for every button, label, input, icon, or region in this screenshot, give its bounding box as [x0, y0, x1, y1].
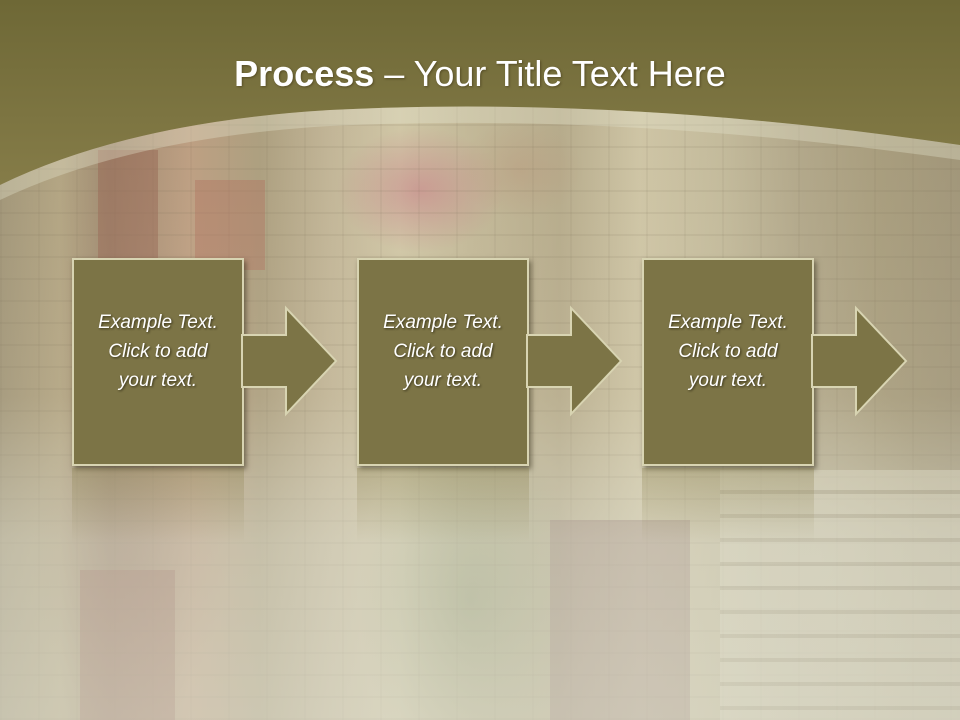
step-3-reflection	[642, 468, 814, 543]
step-1-box[interactable]: Example Text. Click to add your text.	[72, 258, 244, 466]
slide-title[interactable]: Process – Your Title Text Here	[0, 50, 960, 98]
step-2-box[interactable]: Example Text. Click to add your text.	[357, 258, 529, 466]
right-arrow-icon	[811, 305, 908, 417]
step-3-line-1: Example Text.	[668, 311, 788, 333]
step-1-reflection	[72, 468, 244, 543]
step-3-text[interactable]: Example Text. Click to add your text.	[653, 308, 803, 395]
step-1-line-2: Click to add	[108, 340, 208, 362]
step-3-box[interactable]: Example Text. Click to add your text.	[642, 258, 814, 466]
right-arrow-icon	[526, 305, 623, 417]
title-rest-part: – Your Title Text Here	[374, 53, 726, 94]
step-2-line-3: your text.	[403, 369, 483, 391]
step-3-line-2: Click to add	[678, 340, 778, 362]
step-2-text[interactable]: Example Text. Click to add your text.	[368, 308, 518, 395]
step-3-line-3: your text.	[688, 369, 768, 391]
header-band	[0, 0, 960, 200]
title-bold-part: Process	[234, 53, 375, 94]
step-1-text[interactable]: Example Text. Click to add your text.	[83, 308, 233, 395]
step-2-line-1: Example Text.	[383, 311, 503, 333]
step-2-line-2: Click to add	[393, 340, 493, 362]
step-1-line-3: your text.	[118, 369, 198, 391]
step-1-line-1: Example Text.	[98, 311, 218, 333]
step-2-reflection	[357, 468, 529, 543]
right-arrow-icon	[241, 305, 338, 417]
